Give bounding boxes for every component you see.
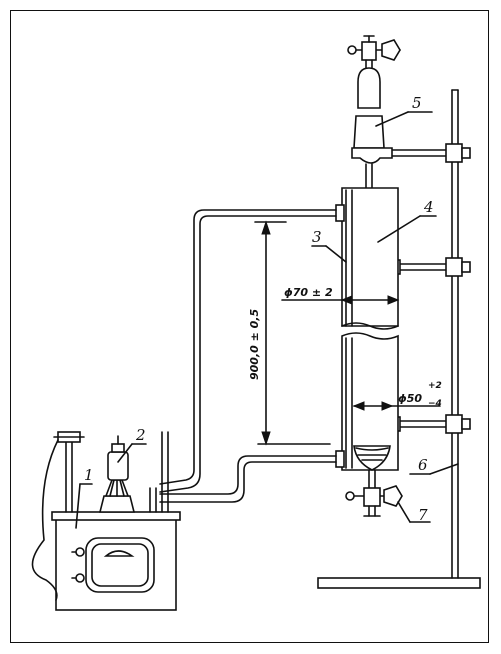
stirrer-base — [98, 495, 136, 513]
reservoir-5 — [353, 115, 385, 149]
column-lower-outer — [341, 332, 399, 471]
pump-window — [85, 537, 155, 593]
dimension-height — [254, 220, 331, 446]
inner-tolerance-lower: −4 — [428, 399, 442, 409]
dimension-inner-diameter — [352, 401, 441, 411]
bottom-valve-handle — [383, 485, 403, 507]
clamp-middle — [391, 257, 471, 277]
column-upper-outer — [341, 187, 399, 327]
column — [335, 187, 399, 491]
top-bulb — [357, 67, 381, 109]
motor — [107, 451, 129, 481]
part-label-3: 3 — [312, 228, 322, 246]
inner-tolerance-upper: +2 — [428, 381, 442, 391]
part-label-6: 6 — [418, 456, 428, 474]
figure-border — [10, 10, 489, 643]
outer-diameter-text: ϕ70 ± 2 — [284, 286, 333, 299]
stand — [317, 89, 481, 589]
connecting-tubes — [159, 209, 337, 503]
part-label-2: 2 — [135, 426, 146, 444]
height-dimension-text: 900,0 ± 0,5 — [248, 308, 261, 380]
clamp-lower — [391, 414, 471, 434]
pump-unit — [31, 431, 181, 611]
inner-diameter-text: ϕ50 — [398, 392, 422, 405]
part-label-4: 4 — [423, 198, 434, 216]
part-label-5: 5 — [412, 94, 422, 112]
clamp-upper — [391, 143, 471, 163]
part-label-1: 1 — [84, 466, 94, 484]
stand-base — [317, 577, 481, 589]
dimension-outer-diameter — [281, 295, 400, 305]
leaders — [75, 111, 459, 529]
top-valve-handle — [381, 39, 401, 61]
part-label-7: 7 — [418, 506, 428, 524]
bottom-funnel — [353, 445, 391, 471]
top-assembly — [347, 35, 401, 215]
bottom-valve — [345, 485, 403, 517]
